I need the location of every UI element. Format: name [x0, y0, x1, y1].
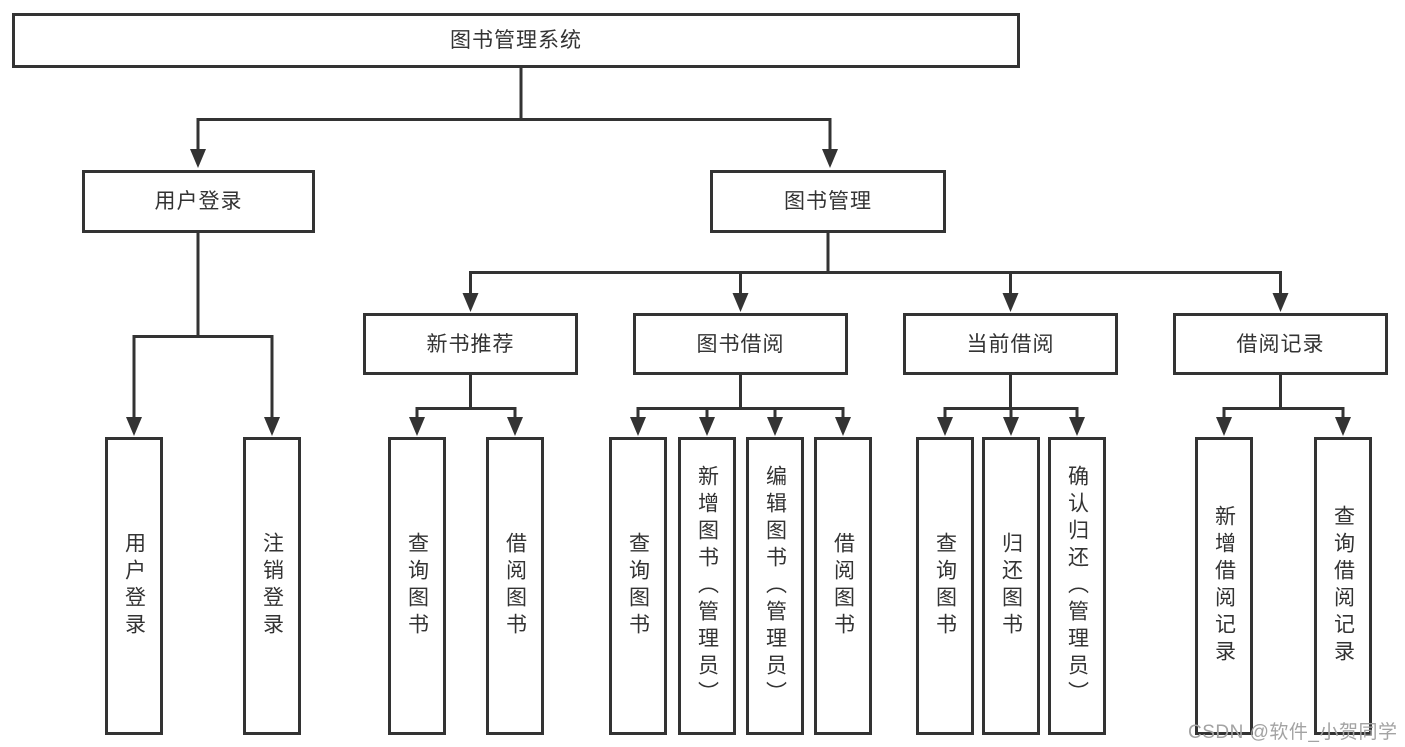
leaf-return-book: 归还图书	[982, 437, 1040, 735]
leaf-edit-book-admin: 编辑图书（管理员）	[746, 437, 804, 735]
leaf-add-borrow-record: 新增借阅记录	[1195, 437, 1253, 735]
leaf-borrow-books: 借阅图书	[814, 437, 872, 735]
node-user-login: 用户登录	[82, 170, 315, 233]
node-new-book-recommend: 新书推荐	[363, 313, 578, 375]
node-current-borrow: 当前借阅	[903, 313, 1118, 375]
leaf-query-books-borrow: 查询图书	[609, 437, 667, 735]
node-borrow-record: 借阅记录	[1173, 313, 1388, 375]
leaf-add-book-admin: 新增图书（管理员）	[678, 437, 736, 735]
csdn-watermark: CSDN @软件_小贺同学	[1188, 722, 1398, 743]
leaf-borrow-books-recommend: 借阅图书	[486, 437, 544, 735]
leaf-query-books-recommend: 查询图书	[388, 437, 446, 735]
node-root-system: 图书管理系统	[12, 13, 1020, 68]
leaf-query-borrow-record: 查询借阅记录	[1314, 437, 1372, 735]
leaf-logout: 注销登录	[243, 437, 301, 735]
node-book-management: 图书管理	[710, 170, 946, 233]
node-book-borrow: 图书借阅	[633, 313, 848, 375]
leaf-user-login: 用户登录	[105, 437, 163, 735]
leaf-query-books-current: 查询图书	[916, 437, 974, 735]
leaf-confirm-return-admin: 确认归还（管理员）	[1048, 437, 1106, 735]
